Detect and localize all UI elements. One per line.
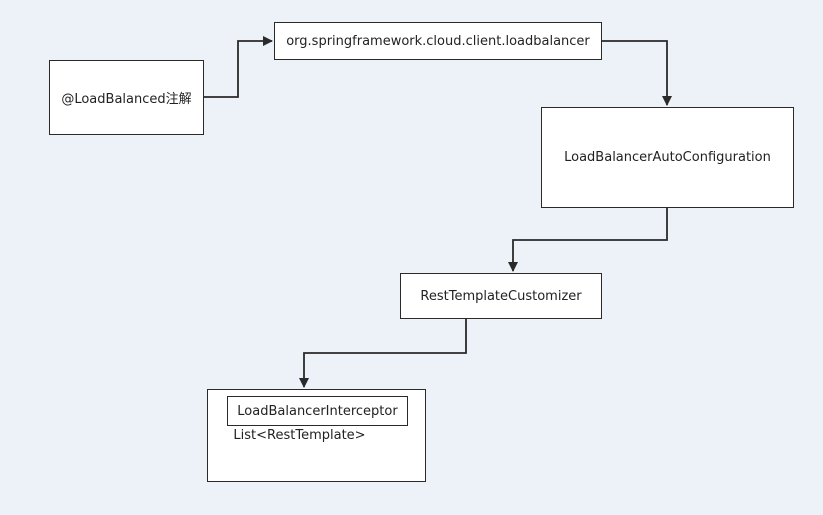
edge-autoconfig-to-customizer bbox=[508, 208, 668, 272]
node-autoconfig-label: LoadBalancerAutoConfiguration bbox=[564, 150, 771, 165]
node-package-label: org.springframework.cloud.client.loadbal… bbox=[286, 33, 590, 49]
node-resttemplate-customizer: RestTemplateCustomizer bbox=[400, 273, 602, 319]
node-list-label: List<RestTemplate> bbox=[233, 428, 366, 443]
edge-annotation-to-package bbox=[204, 36, 273, 98]
node-loadbalancer-interceptor: LoadBalancerInterceptor bbox=[227, 396, 408, 426]
node-interceptor-label: LoadBalancerInterceptor bbox=[237, 403, 398, 419]
node-loadbalancer-autoconfiguration: LoadBalancerAutoConfiguration bbox=[541, 107, 794, 208]
node-resttemplate-list: LoadBalancerInterceptor List<RestTemplat… bbox=[207, 389, 426, 482]
node-customizer-label: RestTemplateCustomizer bbox=[420, 288, 582, 304]
node-annotation-label: @LoadBalanced注解 bbox=[61, 92, 192, 107]
node-loadbalanced-annotation: @LoadBalanced注解 bbox=[49, 60, 204, 135]
node-loadbalancer-package: org.springframework.cloud.client.loadbal… bbox=[274, 22, 602, 60]
edge-package-to-autoconfig bbox=[602, 40, 672, 106]
edge-customizer-to-list bbox=[299, 319, 467, 388]
